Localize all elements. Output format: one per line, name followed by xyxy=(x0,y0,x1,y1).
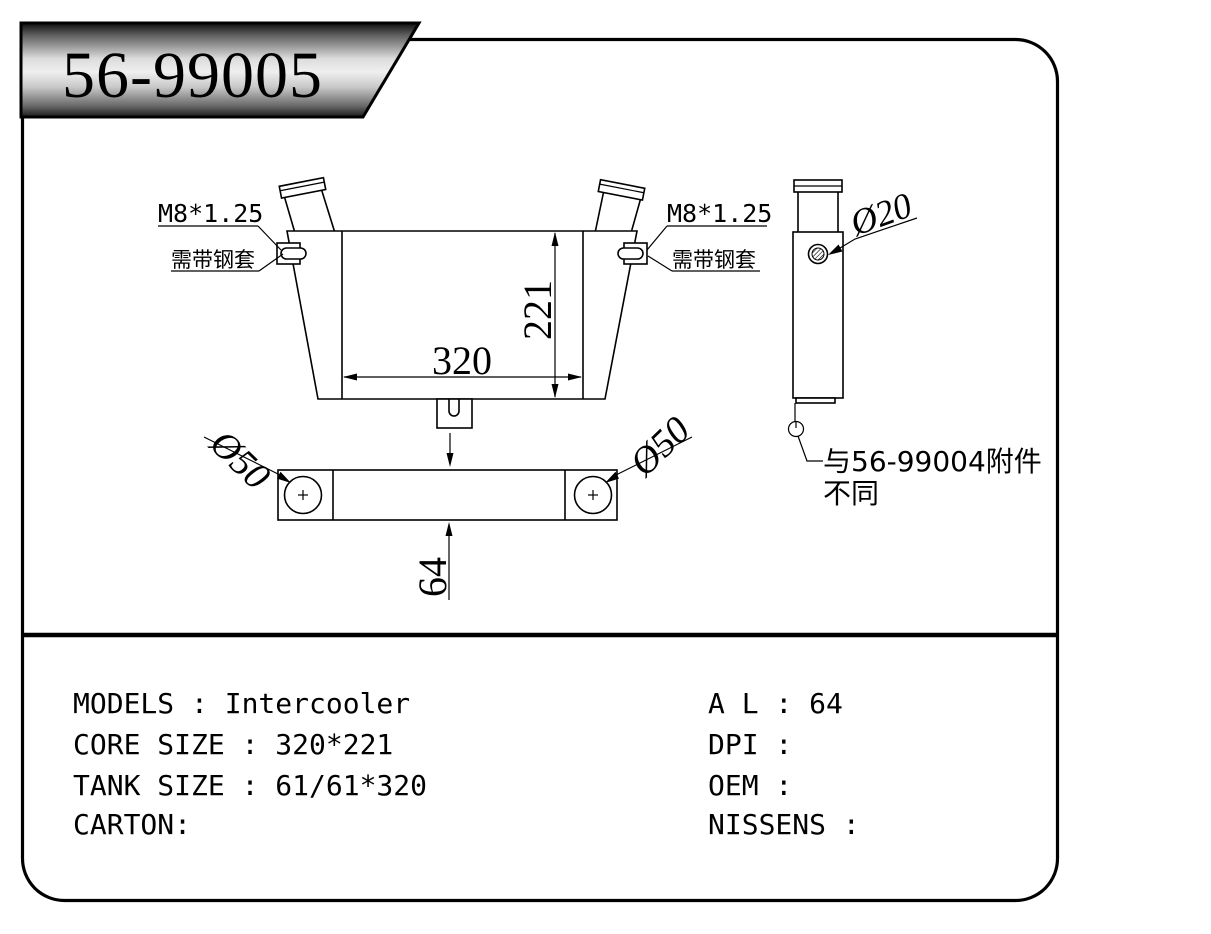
dia-left-port-text: Ø50 xyxy=(201,422,278,498)
spec-oem: OEM : xyxy=(708,769,792,802)
dia50-callout-right: Ø50 xyxy=(605,409,698,485)
left-mount-bracket xyxy=(276,242,307,265)
accessory-clip xyxy=(787,403,805,438)
tab-pointer-arrow xyxy=(446,433,454,467)
accessory-note-line1: 与56-99004附件 xyxy=(823,445,1042,478)
side-hole xyxy=(807,243,829,265)
dim-64: 64 xyxy=(410,522,455,600)
front-body-outline xyxy=(286,230,638,400)
title-banner: 56-99005 xyxy=(19,21,422,119)
spec-core-size: CORE SIZE : 320*221 xyxy=(73,728,393,761)
spec-models: MODELS : Intercooler xyxy=(73,687,410,720)
accessory-note-line2: 不同 xyxy=(823,477,879,510)
dim-320: 320 xyxy=(343,338,582,383)
spec-nissens: NISSENS : xyxy=(708,808,860,841)
thread-label-left: M8*1.25 xyxy=(158,199,263,228)
spec-block: MODELS : Intercooler CORE SIZE : 320*221… xyxy=(73,687,860,841)
page-frame xyxy=(20,37,1060,903)
side-bottom-lip xyxy=(795,397,836,404)
bottom-view-outline xyxy=(277,469,618,521)
part-number-text: 56-99005 xyxy=(62,39,323,112)
sleeve-note-left: 需带钢套 xyxy=(171,248,255,272)
spec-carton: CARTON: xyxy=(73,808,191,841)
dim-core-height-text: 221 xyxy=(515,280,560,340)
dim-depth-text: 64 xyxy=(410,557,455,597)
spec-dpi: DPI : xyxy=(708,728,792,761)
right-port-circle xyxy=(573,475,613,515)
thread-label-right: M8*1.25 xyxy=(667,199,772,228)
left-port-circle xyxy=(283,475,323,515)
spec-al: A L : 64 xyxy=(708,687,843,720)
right-mount-bracket xyxy=(617,242,648,265)
front-view: 221 320 M8*1.25 需带钢套 M8*1.25 需带钢套 xyxy=(158,176,772,429)
side-view: Ø20 与56-99004附件 不同 xyxy=(787,179,1042,510)
dia-right-port-text: Ø50 xyxy=(621,409,698,485)
right-inlet-pipe xyxy=(594,178,646,234)
dim-221: 221 xyxy=(515,232,560,398)
sleeve-callout-right: 需带钢套 xyxy=(647,248,760,272)
thread-callout-left: M8*1.25 xyxy=(158,199,282,251)
bottom-tab-bracket xyxy=(436,398,473,429)
accessory-note-callout: 与56-99004附件 不同 xyxy=(797,435,1042,510)
thread-callout-right: M8*1.25 xyxy=(646,199,772,251)
dim-core-width-text: 320 xyxy=(432,338,492,383)
sleeve-callout-left: 需带钢套 xyxy=(171,248,284,272)
side-pipe xyxy=(793,179,843,234)
sleeve-note-right: 需带钢套 xyxy=(672,248,756,272)
side-body-outline xyxy=(792,231,844,399)
dia-hole-text: Ø20 xyxy=(844,185,917,244)
spec-tank-size: TANK SIZE : 61/61*320 xyxy=(73,769,427,802)
left-inlet-pipe xyxy=(278,176,337,234)
